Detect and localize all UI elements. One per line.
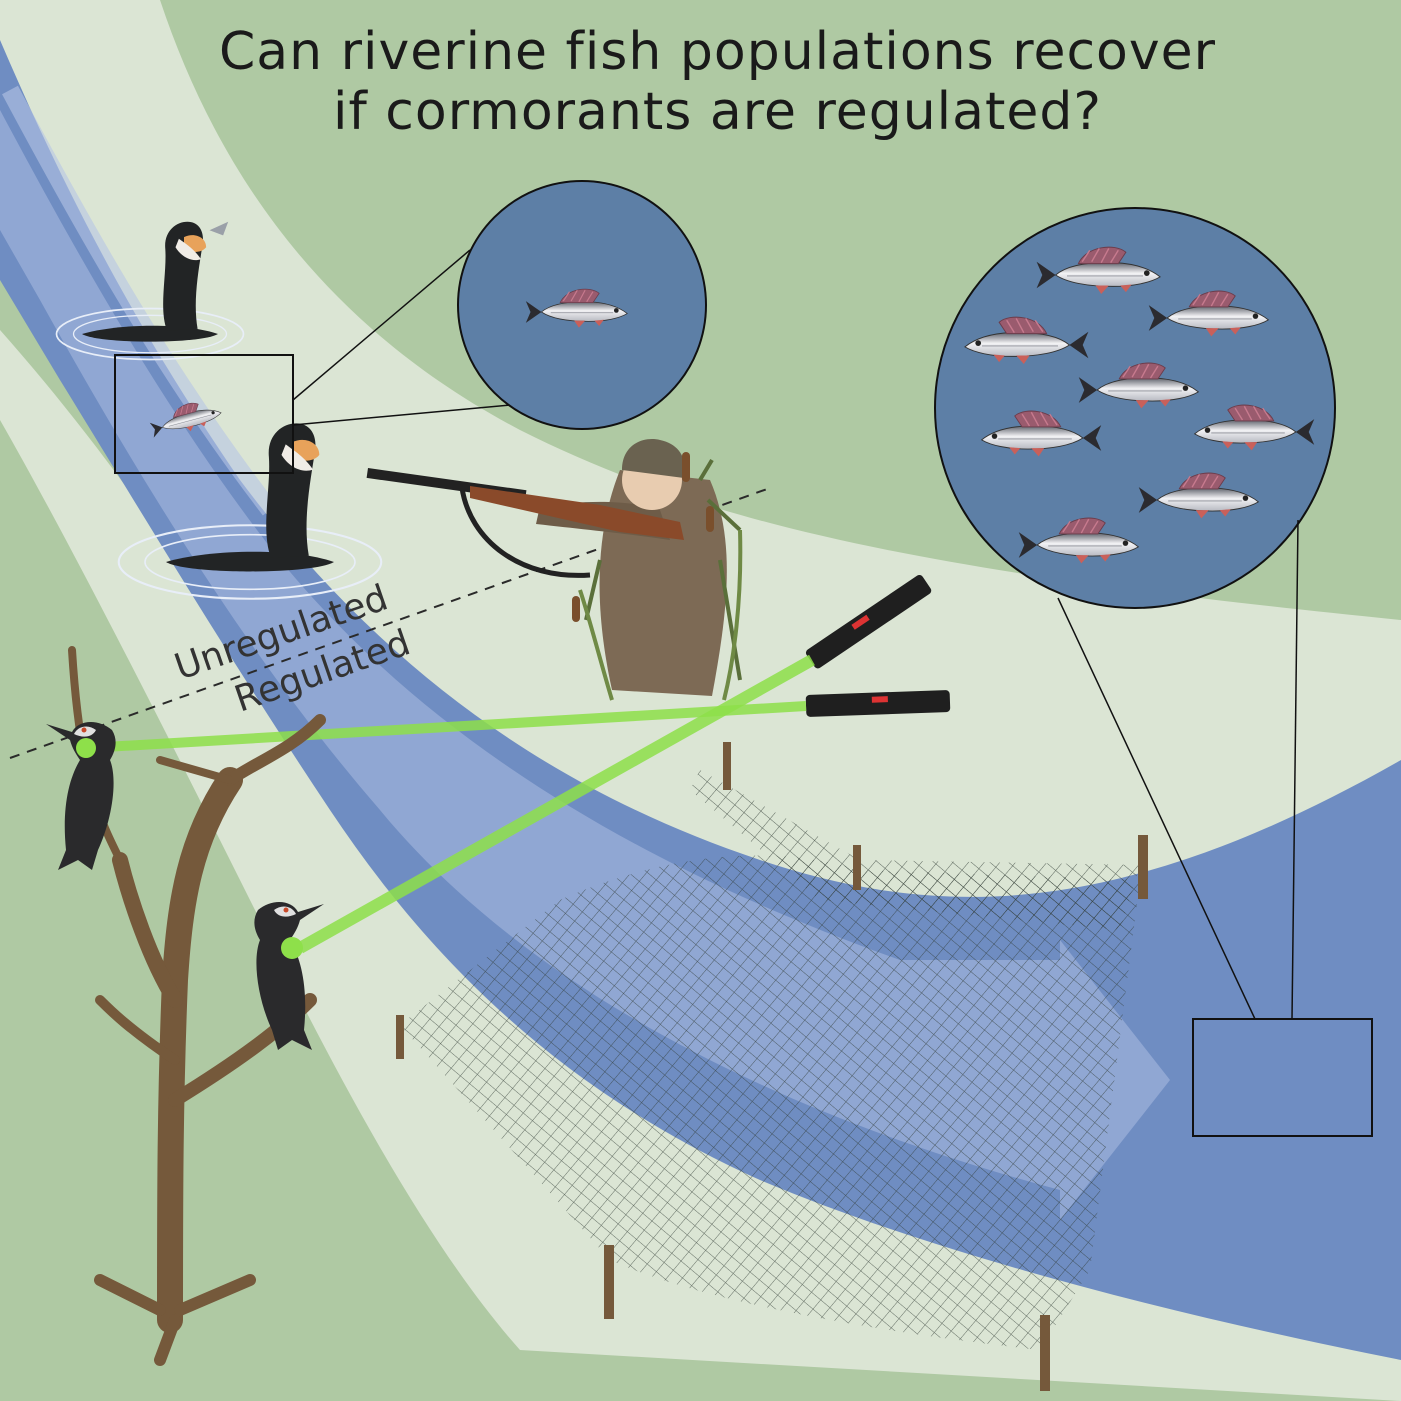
swimming-cormorant-upper bbox=[55, 221, 245, 361]
net-post bbox=[853, 845, 861, 890]
laser-pointer-lower bbox=[805, 690, 951, 717]
net-post bbox=[723, 742, 731, 790]
regulated-zoom-box bbox=[1192, 1018, 1373, 1137]
unregulated-zoom-box bbox=[114, 354, 294, 474]
fishing-net bbox=[396, 742, 1148, 1391]
laser-pointer-upper bbox=[805, 574, 932, 669]
net-post bbox=[396, 1015, 404, 1059]
net-post bbox=[604, 1245, 614, 1319]
laser-beam bbox=[87, 701, 807, 753]
laser-hit-spot bbox=[76, 738, 96, 758]
laser-hit-spot bbox=[281, 937, 303, 959]
net-post bbox=[1138, 835, 1148, 899]
regulated-fish-inset bbox=[934, 207, 1336, 609]
hunter-with-shotgun bbox=[366, 439, 743, 701]
net-post bbox=[1040, 1315, 1050, 1391]
title-line-1: Can riverine fish populations recover bbox=[219, 22, 1216, 82]
unregulated-fish-inset bbox=[457, 180, 707, 430]
title-line-2: if cormorants are regulated? bbox=[333, 82, 1102, 142]
page-title: Can riverine fish populations recover if… bbox=[0, 22, 1401, 142]
swimming-cormorant-lower bbox=[117, 423, 383, 600]
